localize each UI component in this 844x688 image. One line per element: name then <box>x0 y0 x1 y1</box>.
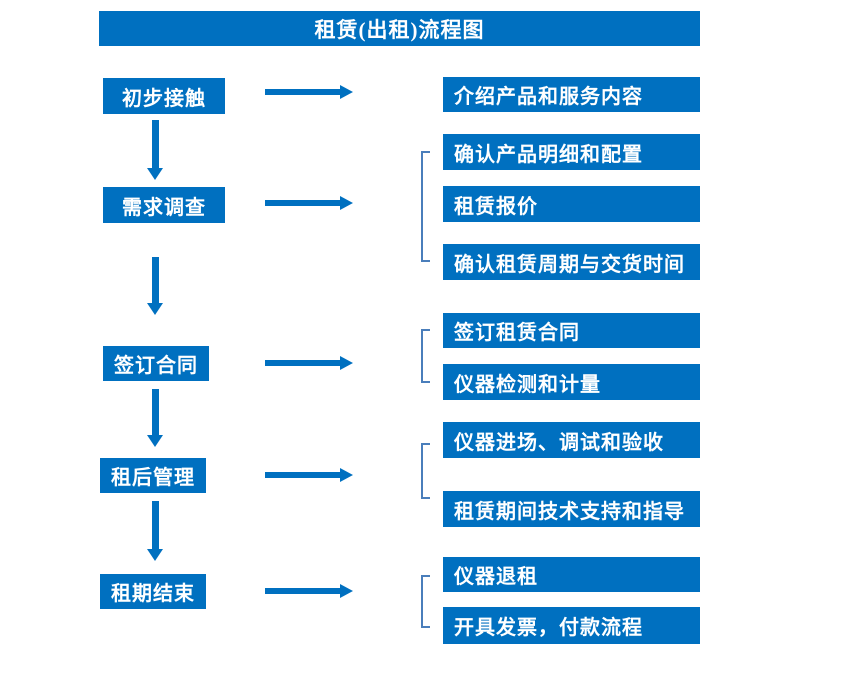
arrow-shaft <box>151 257 159 303</box>
down-arrow-icon-3 <box>147 389 163 447</box>
detail-box-confirm-product-config: 确认产品明细和配置 <box>443 134 700 170</box>
bracket-connector-post-rental <box>421 443 430 499</box>
detail-box-confirm-period-delivery: 确认租赁周期与交货时间 <box>443 244 700 280</box>
arrow-head <box>147 549 163 561</box>
down-arrow-icon-4 <box>147 501 163 561</box>
step-box-sign-contract: 签订合同 <box>103 346 209 381</box>
step-box-rental-end: 租期结束 <box>100 574 206 609</box>
detail-box-rental-quote: 租赁报价 <box>443 186 700 222</box>
arrow-head <box>340 85 353 99</box>
arrow-shaft <box>151 501 159 549</box>
down-arrow-icon-2 <box>147 257 163 315</box>
right-arrow-icon-3 <box>265 356 353 370</box>
down-arrow-icon-1 <box>147 120 163 180</box>
arrow-head <box>340 196 353 210</box>
detail-box-technical-support: 租赁期间技术支持和指导 <box>443 491 700 527</box>
detail-box-sign-rental-contract: 签订租赁合同 <box>443 313 700 348</box>
detail-box-introduce-products: 介绍产品和服务内容 <box>443 77 700 112</box>
bracket-connector-demand-survey <box>421 151 430 262</box>
arrow-shaft <box>265 472 340 478</box>
right-arrow-icon-1 <box>265 85 353 99</box>
arrow-head <box>147 303 163 315</box>
right-arrow-icon-2 <box>265 196 353 210</box>
arrow-shaft <box>265 588 340 594</box>
bracket-connector-rental-end <box>421 575 430 628</box>
step-box-demand-survey: 需求调查 <box>103 187 225 223</box>
arrow-head <box>340 356 353 370</box>
arrow-shaft <box>151 120 159 168</box>
arrow-shaft <box>265 360 340 366</box>
detail-box-invoice-payment: 开具发票，付款流程 <box>443 607 700 644</box>
arrow-shaft <box>265 200 340 206</box>
step-box-post-rental-management: 租后管理 <box>100 458 206 493</box>
arrow-shaft <box>265 89 340 95</box>
detail-box-instrument-setup-acceptance: 仪器进场、调试和验收 <box>443 422 700 458</box>
right-arrow-icon-5 <box>265 584 353 598</box>
step-box-initial-contact: 初步接触 <box>103 78 225 114</box>
arrow-head <box>147 435 163 447</box>
bracket-connector-sign-contract <box>421 329 430 383</box>
detail-box-instrument-testing: 仪器检测和计量 <box>443 364 700 400</box>
right-arrow-icon-4 <box>265 468 353 482</box>
detail-box-instrument-return: 仪器退租 <box>443 557 700 592</box>
flowchart-title: 租赁(出租)流程图 <box>99 11 700 46</box>
arrow-head <box>340 584 353 598</box>
arrow-head <box>340 468 353 482</box>
arrow-shaft <box>151 389 159 435</box>
arrow-head <box>147 168 163 180</box>
